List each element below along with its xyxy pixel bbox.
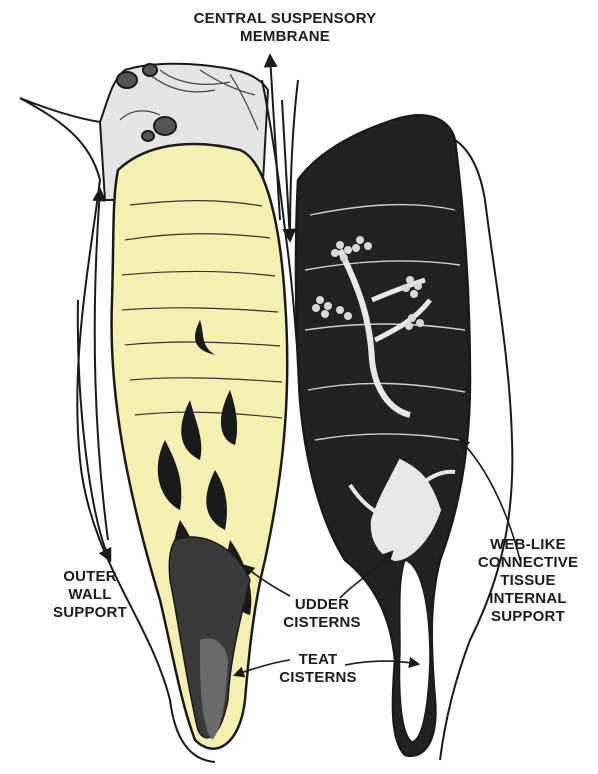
label-central-suspensory-membrane: CENTRAL SUSPENSORY MEMBRANE xyxy=(160,10,410,46)
arrow-outer-wall-up xyxy=(95,190,108,540)
label-udder-cisterns: UDDER CISTERNS xyxy=(274,596,370,632)
label-teat-cisterns: TEAT CISTERNS xyxy=(266,651,370,687)
label-outer-wall-support: OUTER WALL SUPPORT xyxy=(36,568,144,622)
label-web-like-connective-tissue: WEB-LIKE CONNECTIVE TISSUE INTERNAL SUPP… xyxy=(466,536,590,626)
outer-body-top-left xyxy=(20,98,100,122)
